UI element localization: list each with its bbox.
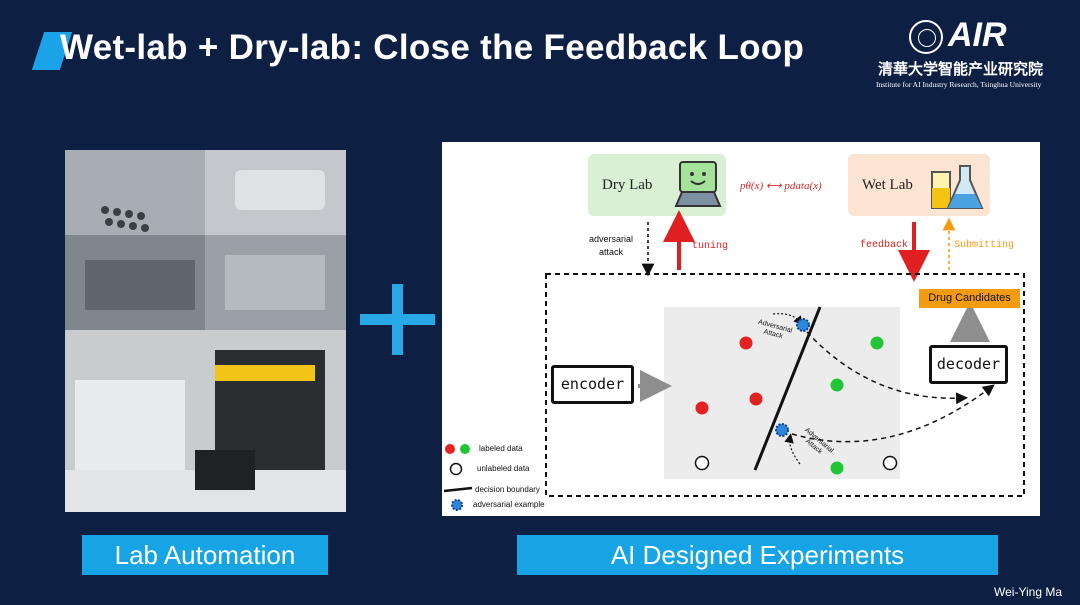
slide-title: Wet-lab + Dry-lab: Close the Feedback Lo… xyxy=(60,28,805,67)
plus-vertical-icon xyxy=(392,284,403,355)
loop-boundary xyxy=(545,273,1025,497)
labeled-point-red xyxy=(749,392,763,406)
legend-boundary: decision boundary xyxy=(475,485,540,494)
labeled-point-green xyxy=(830,461,844,475)
author-name: Wei-Ying Ma xyxy=(994,585,1063,599)
adv-to-decoder-arrow-2 xyxy=(791,384,995,443)
labeled-point-red xyxy=(739,336,753,350)
ai-experiment-diagram: Dry Lab pθ(x) ⟷ pdata(x) Wet Lab xyxy=(442,142,1040,516)
labeled-point-green xyxy=(870,336,884,350)
distribution-equation: pθ(x) ⟷ pdata(x) xyxy=(740,180,822,192)
adversarial-example-icon xyxy=(775,318,810,437)
labeled-point-green xyxy=(830,378,844,392)
legend-adversarial: adversarial example xyxy=(473,500,545,509)
latent-space xyxy=(664,307,900,479)
dry-lab-label: Dry Lab xyxy=(602,177,653,193)
adv-to-decoder-arrow-1 xyxy=(806,331,968,405)
air-logo: AIR xyxy=(948,16,1007,54)
legend-labeled: labeled data xyxy=(479,444,523,453)
tuning-label: tuning xyxy=(692,241,729,252)
lab-automation-photo xyxy=(65,150,346,512)
tsinghua-seal-icon xyxy=(909,20,943,54)
logo-chinese-name: 清華大学智能产业研究院 xyxy=(878,61,1044,78)
wet-lab-label: Wet Lab xyxy=(862,177,913,193)
encoder-box: encoder xyxy=(551,365,634,404)
unlabeled-point xyxy=(882,455,898,471)
legend-unlabeled: unlabeled data xyxy=(477,464,530,473)
diagram-arrows xyxy=(443,210,1025,511)
decoder-box: decoder xyxy=(929,345,1008,384)
logo-english-name: Institute for AI Industry Research, Tsin… xyxy=(876,80,1042,89)
lab-automation-label: Lab Automation xyxy=(82,535,328,575)
ai-designed-experiments-label: AI Designed Experiments xyxy=(517,535,998,575)
lab-photo-illustration xyxy=(65,150,346,512)
laptop-icon xyxy=(674,161,722,207)
labeled-point-red xyxy=(695,401,709,415)
flask-icon xyxy=(931,165,984,209)
submitting-label: Submitting xyxy=(954,240,1015,251)
unlabeled-point xyxy=(694,455,710,471)
drug-candidates-box: Drug Candidates xyxy=(919,289,1020,308)
adversarial-attack-label: adversarial attack xyxy=(588,234,634,257)
feedback-label: feedback xyxy=(860,240,909,251)
